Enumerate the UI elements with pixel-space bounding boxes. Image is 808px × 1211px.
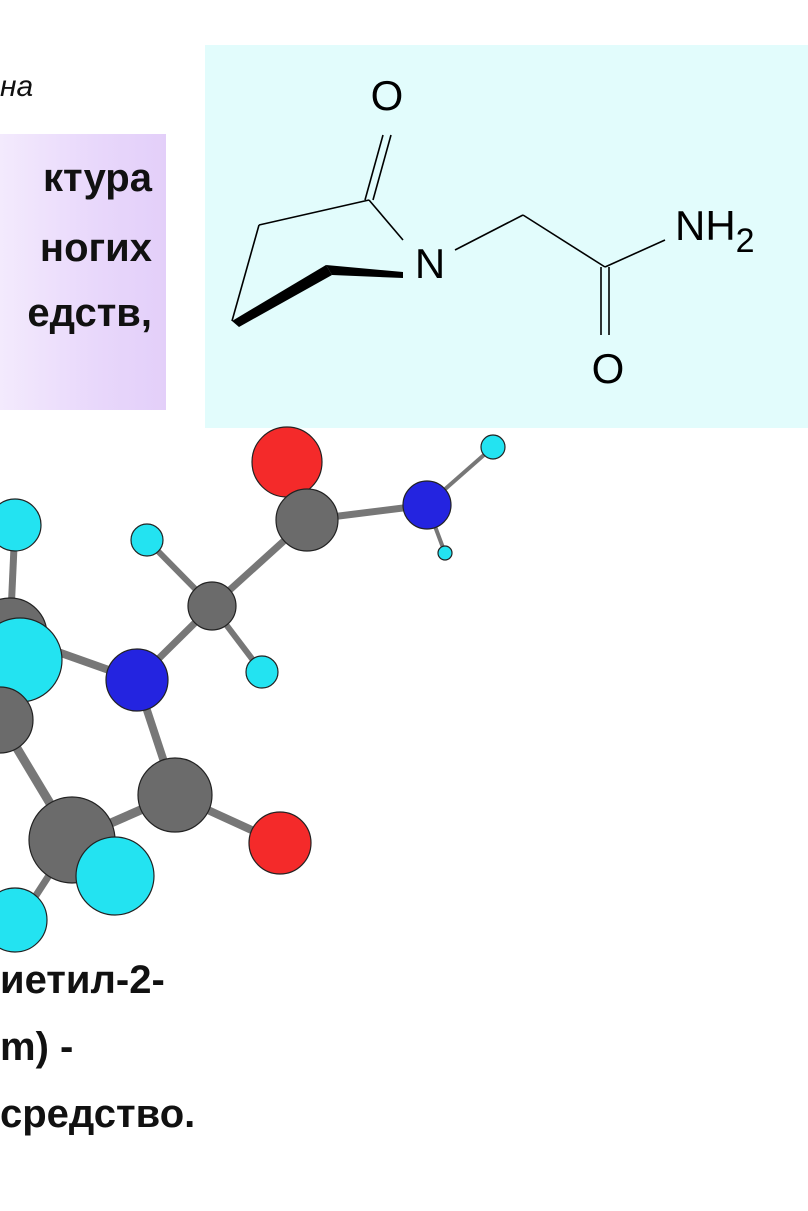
bond-n-ch2 bbox=[454, 214, 524, 251]
highlight-box: ктура ногих едств, bbox=[0, 134, 166, 410]
atom-nitrogen-ring bbox=[105, 648, 169, 712]
atom-amide-oxygen: O bbox=[592, 345, 625, 392]
caption-line-1: иетил-2- bbox=[0, 958, 165, 1002]
structural-formula-svg: O N NH2 O bbox=[231, 72, 755, 392]
highlight-line-1: ктура bbox=[42, 156, 152, 200]
highlight-line-2: ногих bbox=[39, 226, 152, 270]
atom-oxygen-top bbox=[251, 426, 323, 498]
bond-carbonyl-right bbox=[372, 134, 392, 201]
wedge-bond-2 bbox=[326, 265, 403, 278]
atom-hydrogen-amine-2 bbox=[437, 545, 453, 561]
bond-c1-c2 bbox=[258, 199, 370, 226]
bond-ch2-c bbox=[522, 214, 606, 268]
atom-ring-oxygen: O bbox=[371, 72, 404, 119]
atom-hydrogen-bottom-right bbox=[75, 836, 155, 916]
bond-carbonyl-left bbox=[364, 134, 384, 201]
wedge-bond-1 bbox=[232, 265, 332, 327]
caption-line-3: средство. bbox=[0, 1092, 196, 1136]
bond-ring-n bbox=[368, 199, 404, 241]
caption-line-2: m) - bbox=[0, 1025, 74, 1069]
atom-carbon-carbonyl bbox=[275, 488, 339, 552]
atom-nitrogen: N bbox=[415, 240, 445, 287]
atom-carbon-ch2 bbox=[187, 581, 237, 631]
atom-hydrogen-amine-1 bbox=[480, 434, 506, 460]
atom-hydrogen-ch2-1 bbox=[130, 523, 164, 557]
highlight-line-3: едств, bbox=[27, 291, 152, 335]
atom-amine: NH2 bbox=[675, 202, 755, 260]
structural-formula: O N NH2 O bbox=[205, 45, 808, 428]
atom-oxygen-lower bbox=[248, 811, 312, 875]
subtitle-fragment: на bbox=[0, 70, 34, 103]
atom-hydrogen-ch2-2 bbox=[245, 655, 279, 689]
ball-and-stick-model bbox=[0, 426, 506, 953]
bond-c3-c4 bbox=[231, 224, 260, 322]
atom-hydrogen-bottom-left bbox=[0, 887, 48, 953]
bond-c-nh2 bbox=[604, 239, 666, 268]
atom-carbon-left-2 bbox=[0, 686, 34, 754]
atom-hydrogen-left-top bbox=[0, 498, 42, 552]
atom-carbon-ring-carbonyl bbox=[137, 757, 213, 833]
atom-nitrogen-amine bbox=[402, 480, 452, 530]
